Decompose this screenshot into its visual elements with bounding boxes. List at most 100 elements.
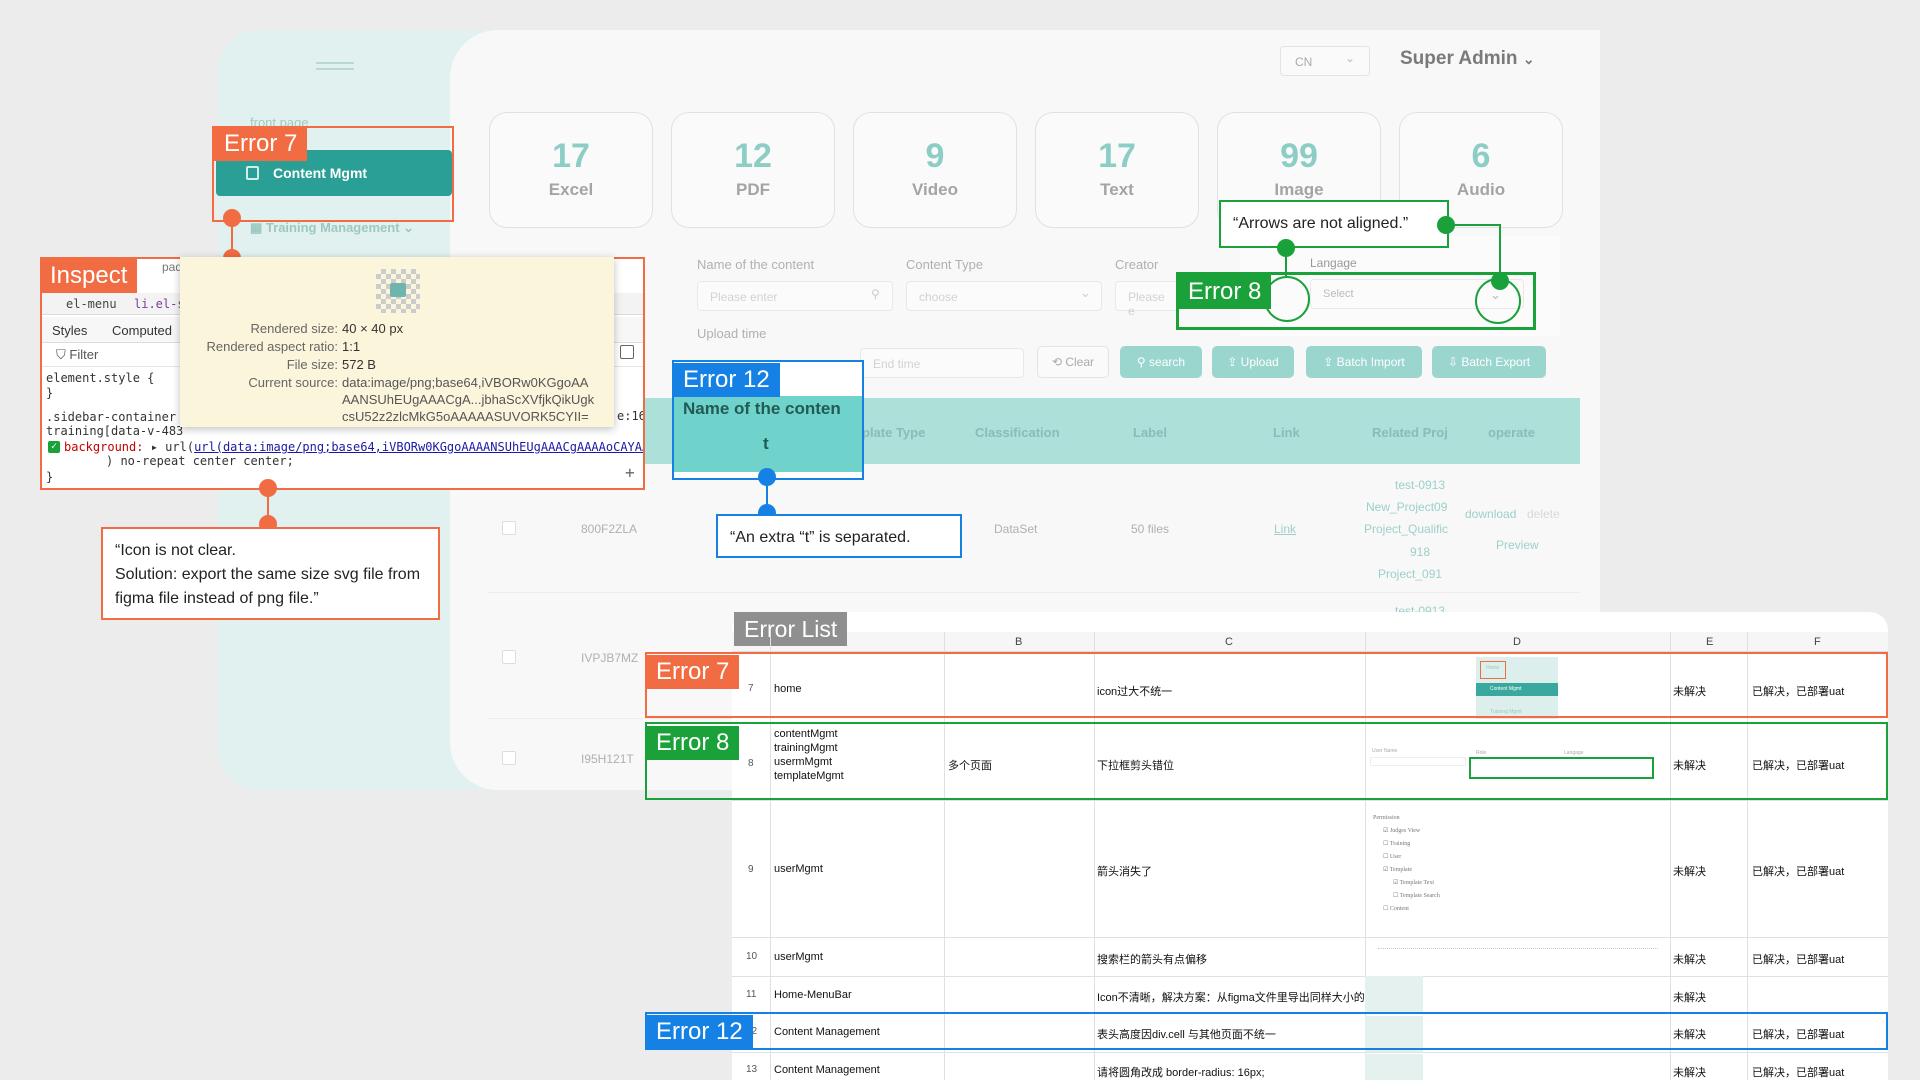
thumb-text: Role [1476, 750, 1487, 756]
column-letter: B [1015, 636, 1023, 648]
stat-count: 9 [925, 137, 945, 175]
grid-line [1747, 632, 1748, 1080]
download-link[interactable]: download [1465, 507, 1517, 521]
batch-import-button[interactable]: ⇪ Batch Import [1306, 346, 1422, 378]
sheet-cell[interactable]: userMgmt [774, 951, 823, 963]
thumb-text: Permission [1373, 815, 1400, 821]
row-checkbox[interactable] [502, 751, 516, 765]
sheet-cell[interactable]: 未解决 [1673, 954, 1706, 966]
thumb-text: Home [1486, 665, 1500, 671]
upload-button[interactable]: ⇪ Upload [1212, 346, 1294, 378]
image-preview [376, 269, 420, 313]
end-time-input[interactable]: End time [860, 348, 1024, 378]
code-line: } [46, 470, 54, 484]
stat-count: 6 [1471, 137, 1491, 175]
user-menu[interactable]: Super Admin ⌄ [1400, 48, 1535, 70]
row-checkbox[interactable] [502, 521, 516, 535]
delete-link[interactable]: delete [1527, 507, 1560, 521]
sheet-cell[interactable]: userMgmt [774, 863, 823, 875]
table-cell-id: IVPJB7MZ [581, 651, 639, 665]
hamburger-icon[interactable] [316, 62, 354, 76]
tooltip-value: data:image/png;base64,iVBORw0KGgoAA [342, 375, 589, 390]
creator-filter-input[interactable]: Please e [1115, 281, 1181, 318]
row-divider [488, 592, 1580, 593]
name-filter-input[interactable]: Please enter [697, 281, 893, 311]
connector-line [766, 477, 768, 513]
sheet-cell[interactable]: 请将圆角改成 border-radius: 16px; [1097, 1067, 1265, 1079]
sheet-cell[interactable]: 未解决 [1673, 1067, 1706, 1079]
tab-styles[interactable]: Styles [52, 323, 88, 338]
sheet-cell[interactable]: Home-MenuBar [774, 989, 852, 1001]
header-text-line: Name of the conten [683, 399, 841, 418]
sheet-cell[interactable]: 表头高度因div.cell 与其他页面不统一 [1097, 1029, 1276, 1041]
search-label: search [1149, 355, 1186, 369]
sheet-cell[interactable]: 未解决 [1673, 1029, 1706, 1041]
sidebar-toggle-icon[interactable] [620, 345, 634, 359]
sheet-cell[interactable]: 已解决，已部署uat [1752, 866, 1845, 878]
column-header: plate Type [862, 425, 926, 440]
stat-count: 17 [1098, 137, 1136, 175]
tooltip-key: Current source: [248, 375, 338, 390]
breadcrumb-item[interactable]: el-menu [66, 297, 117, 311]
sheet-cell[interactable]: 未解决 [1673, 866, 1706, 878]
clear-button[interactable]: ⟲ Clear [1037, 346, 1109, 378]
related-project: New_Project09 [1366, 500, 1448, 514]
cell-line: usermMgmt [774, 756, 833, 768]
css-value-link[interactable]: url(data:image/png;base64,iVBORw0KGgoAAA… [194, 440, 645, 454]
sheet-cell[interactable]: 已解决，已部署uat [1752, 954, 1845, 966]
filter-input[interactable]: ⛉ Filter [56, 347, 98, 363]
language-select[interactable]: CN [1280, 46, 1370, 76]
sheet-cell[interactable]: 已解决，已部署uat [1752, 1067, 1845, 1079]
tooltip-value: csU52z2zlcMkG5oAAAAASUVORK5CYII= [342, 409, 589, 424]
sheet-cell[interactable]: 已解决，已部署uat [1752, 760, 1845, 772]
sidebar-item-training[interactable]: ▦ Training Management ⌄ [250, 220, 415, 235]
sheet-cell[interactable]: 多个页面 [948, 760, 992, 772]
sheet-cell[interactable]: 未解决 [1673, 686, 1706, 698]
icon-callout: “Icon is not clear. Solution: export the… [101, 527, 440, 620]
plus-icon[interactable]: + [625, 463, 635, 482]
inspect-tag: Inspect [40, 259, 138, 293]
thumb-text: Template [1389, 867, 1413, 873]
sheet-cell[interactable]: Content Management [774, 1026, 880, 1038]
batch-export-button[interactable]: ⇩ Batch Export [1432, 346, 1546, 378]
row-checkbox[interactable] [502, 650, 516, 664]
column-header: Classification [975, 425, 1060, 440]
connector-line [1499, 224, 1501, 282]
sheet-cell[interactable]: 未解决 [1673, 992, 1706, 1004]
search-button[interactable]: ⚲ search [1120, 346, 1202, 378]
connector-line [267, 488, 269, 524]
sheet-cell[interactable]: contentMgmt trainingMgmt usermMgmt templ… [774, 727, 844, 783]
error-list-sheet [732, 612, 1888, 1080]
checkbox-checked-icon[interactable]: ✓ [48, 441, 60, 453]
thumb-text: Judges View [1389, 828, 1421, 834]
thumb-text: User Name [1372, 748, 1398, 754]
sidebar-item-content-mgmt[interactable]: Content Mgmt [216, 150, 452, 196]
tab-computed[interactable]: Computed [112, 323, 172, 338]
thumb-text: Training [1389, 841, 1411, 847]
error7-row-tag: Error 7 [646, 655, 740, 689]
filter-icon: ⛉ [56, 347, 66, 362]
row-number: 9 [748, 864, 754, 875]
grid-line [1365, 632, 1366, 1080]
truncated-text: pad [162, 260, 183, 274]
sheet-cell[interactable]: 箭头消失了 [1097, 866, 1152, 878]
sheet-cell[interactable]: 搜索栏的箭头有点偏移 [1097, 954, 1207, 966]
sheet-cell[interactable]: icon过大不统一 [1097, 686, 1173, 698]
cell-line: contentMgmt [774, 728, 838, 740]
sheet-cell[interactable]: 已解决，已部署uat [1752, 1029, 1845, 1041]
table-cell-link[interactable]: Link [1274, 522, 1297, 536]
sheet-cell[interactable]: 下拉框剪头错位 [1097, 760, 1174, 772]
connector-line [1446, 224, 1500, 226]
preview-link[interactable]: Preview [1496, 538, 1539, 552]
sheet-cell[interactable]: Icon不清晰，解决方案：从figma文件里导出同样大小的svg [1097, 992, 1365, 1004]
sheet-cell[interactable]: 已解决，已部署uat [1752, 686, 1845, 698]
type-filter-select[interactable]: choose [906, 281, 1102, 311]
tooltip-key: Rendered size: [250, 321, 338, 336]
sheet-cell[interactable]: 未解决 [1673, 760, 1706, 772]
sheet-cell[interactable]: Content Management [774, 1064, 880, 1076]
sheet-cell[interactable]: home [774, 683, 802, 695]
